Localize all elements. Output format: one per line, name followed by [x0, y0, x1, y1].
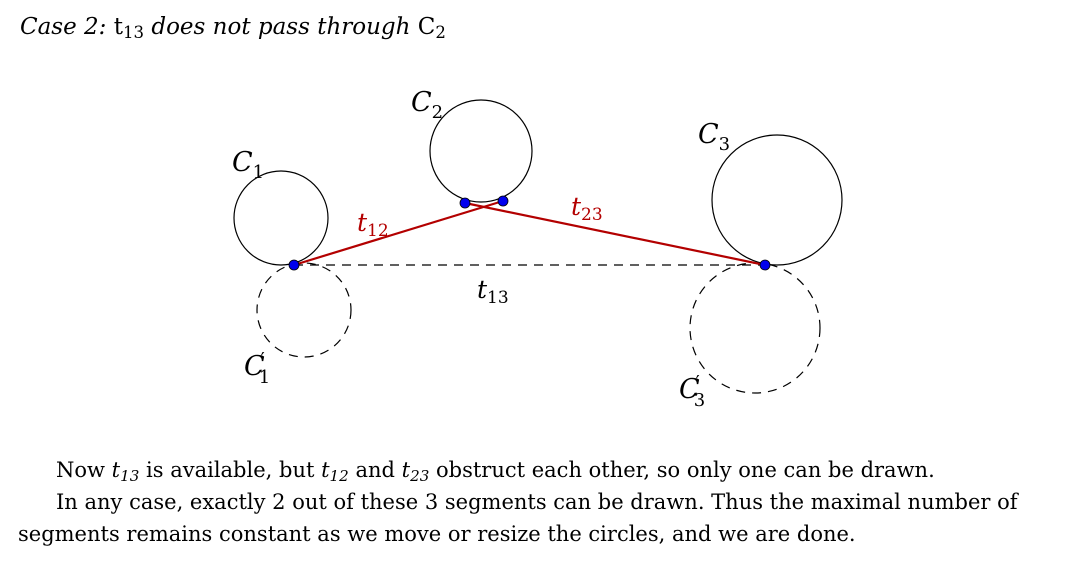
- tangent-point: [459, 197, 471, 209]
- label-c3: C3: [698, 119, 730, 155]
- circles-figure: C1 C2 C3 C′1 C′3 t12 t23 t13: [232, 87, 843, 411]
- tangent-point: [288, 259, 300, 271]
- t23-symbol: t23: [401, 458, 430, 485]
- paragraph-now-available: Now t13 is available, but t12 and t23 ob…: [56, 458, 935, 485]
- circle-c3-prime: [689, 262, 821, 394]
- case-heading-prefix: Case 2:: [20, 14, 114, 40]
- c2-symbol: C2: [417, 14, 446, 43]
- t13-symbol: t13: [111, 458, 140, 485]
- label-t13: t13: [477, 275, 509, 308]
- label-c1-prime: C′1: [244, 349, 270, 388]
- segment-t23: [464, 201, 766, 267]
- t12-symbol: t12: [321, 458, 349, 485]
- t13-symbol: t13: [113, 14, 145, 43]
- circle-c1: [233, 170, 329, 266]
- conclusion-line-1: In any case, exactly 2 out of these 3 se…: [56, 490, 1018, 514]
- label-c1: C1: [232, 147, 264, 183]
- paragraph-conclusion: In any case, exactly 2 out of these 3 se…: [18, 486, 1078, 550]
- circle-c1-prime: [256, 262, 352, 358]
- tangent-point: [759, 259, 771, 271]
- tangent-point: [497, 195, 509, 207]
- label-c2: C2: [411, 87, 443, 123]
- label-t12: t12: [357, 208, 389, 241]
- label-c3-prime: C′3: [679, 372, 705, 411]
- label-t23: t23: [571, 192, 603, 225]
- circle-c3: [711, 134, 843, 266]
- circle-c2: [429, 99, 533, 203]
- segment-t12: [293, 199, 504, 267]
- case-heading: Case 2: t13 does not pass through C2: [20, 14, 446, 43]
- conclusion-line-2: segments remains constant as we move or …: [18, 522, 856, 546]
- case-heading-middle: does not pass through: [144, 14, 418, 40]
